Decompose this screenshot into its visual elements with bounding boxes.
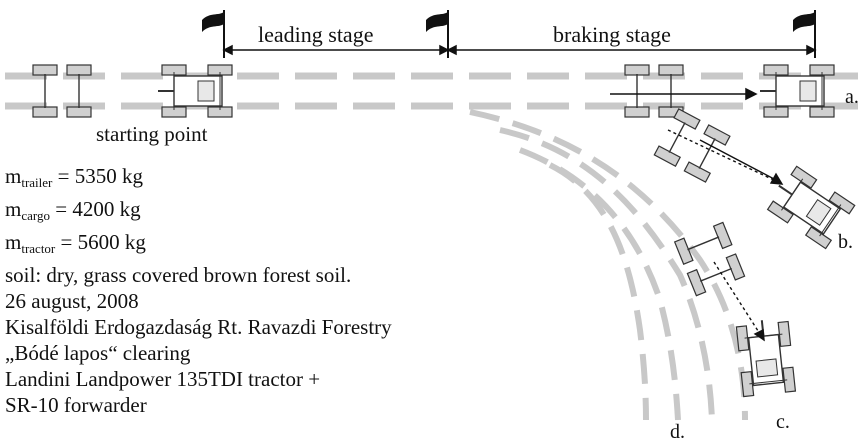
trailer-icon xyxy=(653,108,731,183)
position-a-label: a. xyxy=(845,86,859,108)
mass-cargo: mcargo = 4200 kg xyxy=(5,197,141,223)
clearing-note: „Bódé lapos“ clearing xyxy=(5,341,191,365)
machine-note-1: Landini Landpower 135TDI tractor + xyxy=(5,367,321,391)
path-arrow-b xyxy=(667,129,784,185)
trailer-icon xyxy=(32,64,92,118)
curved-track xyxy=(469,109,748,421)
straight-track xyxy=(5,72,858,110)
test-parameters: mtrailer = 5350 kg mcargo = 4200 kg mtra… xyxy=(5,163,392,418)
position-b-label: b. xyxy=(838,231,853,253)
soil-note: soil: dry, grass covered brown forest so… xyxy=(5,263,352,287)
mass-tractor: mtractor = 5600 kg xyxy=(5,230,146,256)
path-arrow-a xyxy=(610,87,758,101)
position-c-label: c. xyxy=(776,411,790,433)
leading-stage-label: leading stage xyxy=(258,22,373,47)
machine-note-2: SR-10 forwarder xyxy=(5,393,147,417)
braking-stage-label: braking stage xyxy=(553,22,671,47)
site-note: Kisalföldi Erdogazdaság Rt. Ravazdi Fore… xyxy=(5,315,392,339)
path-arrow-c xyxy=(713,261,765,342)
starting-point-label: starting point xyxy=(96,122,208,146)
date-note: 26 august, 2008 xyxy=(5,289,139,313)
stage-dimension-lines xyxy=(222,44,817,56)
start-flag-icon xyxy=(201,9,225,59)
position-d-label: d. xyxy=(670,421,685,440)
mass-trailer: mtrailer = 5350 kg xyxy=(5,164,143,190)
tractor-icon xyxy=(734,316,797,398)
